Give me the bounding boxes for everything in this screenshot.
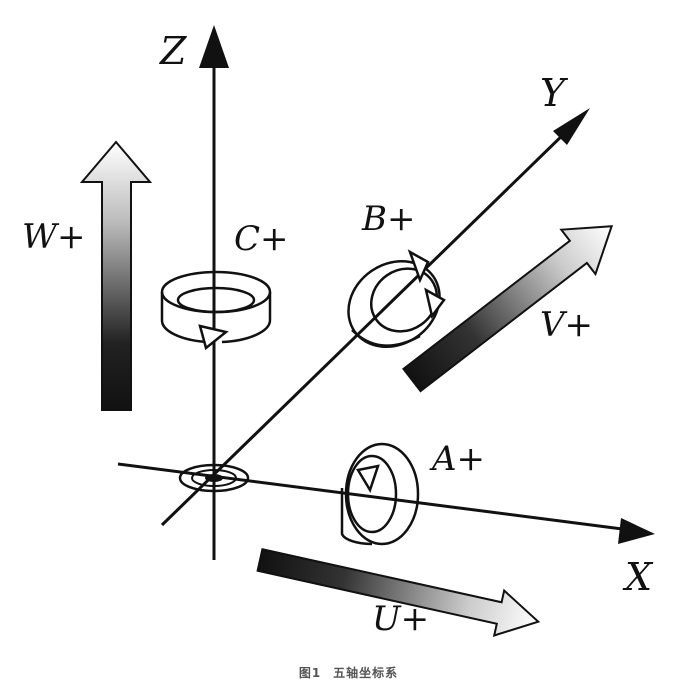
c-rotation-arrow: [160, 270, 272, 351]
a-rotation-label: A+: [429, 439, 485, 479]
z-axis-label: Z: [159, 29, 187, 73]
u-translation-label: U+: [372, 599, 429, 639]
v-translation-label: V+: [540, 305, 593, 345]
y-axis-label: Y: [540, 71, 569, 115]
y-axis-arrowhead-icon: [553, 108, 590, 145]
v-translation-arrow: [402, 225, 614, 393]
w-translation-arrow: [79, 140, 153, 411]
figure-caption: 图1 五轴坐标系: [0, 664, 697, 681]
x-axis-label: X: [622, 555, 654, 599]
caption-title: 五轴坐标系: [333, 666, 399, 680]
x-axis: [117, 462, 655, 544]
u-translation-arrow: [256, 548, 541, 637]
b-rotation-arrow: [347, 249, 446, 349]
w-translation-label: W+: [22, 217, 85, 257]
x-axis-arrowhead-icon: [618, 518, 655, 544]
b-rotation-label: B+: [361, 199, 415, 239]
caption-number: 图1: [298, 666, 322, 680]
z-axis-arrowhead-icon: [199, 25, 229, 68]
origin-marker: [178, 463, 250, 493]
a-rotation-arrow: [340, 442, 420, 546]
y-axis: [160, 108, 590, 527]
c-rotation-label: C+: [234, 219, 289, 259]
